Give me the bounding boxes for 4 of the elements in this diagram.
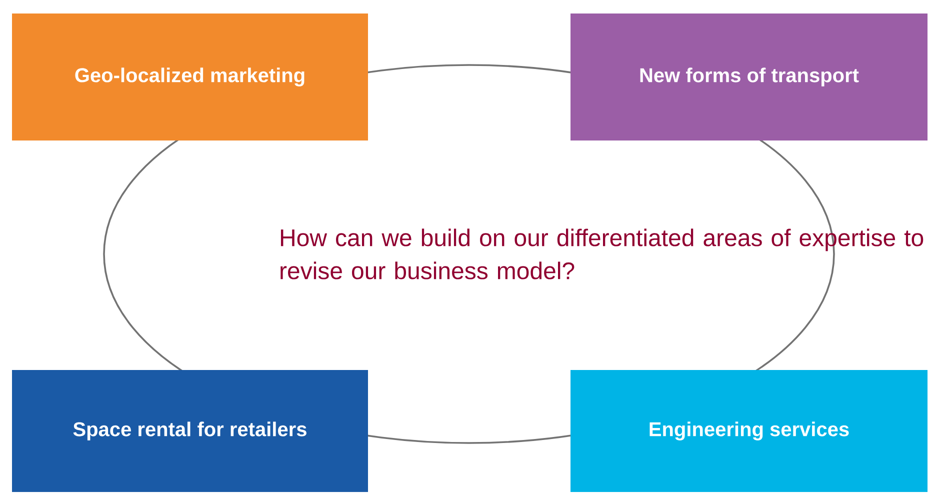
box: Space rental for retailers: [12, 370, 368, 492]
box: Geo-localized marketing: [12, 14, 368, 140]
box: Engineering services: [570, 370, 928, 492]
box: New forms of transport: [570, 14, 928, 140]
